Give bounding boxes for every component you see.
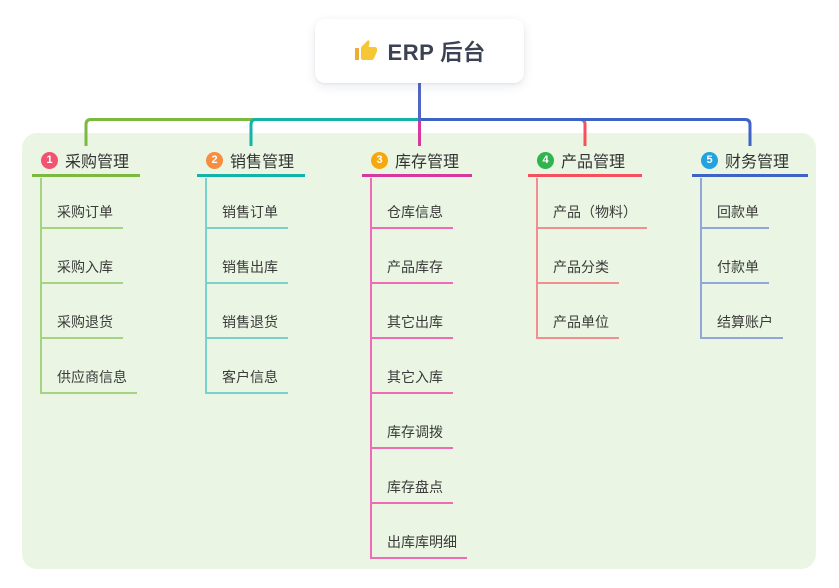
root-node-erp[interactable]: ERP 后台 [315,19,524,83]
branch-node-4[interactable]: 4 产品管理 [528,146,642,177]
child-node[interactable]: 仓库信息 [370,204,453,229]
branch-node-3[interactable]: 3 库存管理 [362,146,472,177]
child-node[interactable]: 库存调拨 [370,424,453,449]
child-node[interactable]: 采购订单 [40,204,123,229]
branch-number-badge: 3 [371,151,388,169]
child-connector-rail [370,178,372,559]
branch-node-5[interactable]: 5 财务管理 [692,146,808,177]
child-node[interactable]: 采购入库 [40,259,123,284]
branch-label: 销售管理 [230,154,295,171]
child-node[interactable]: 结算账户 [700,314,783,339]
child-node[interactable]: 供应商信息 [40,369,137,394]
child-node[interactable]: 其它入库 [370,369,453,394]
child-node[interactable]: 销售退货 [205,314,288,339]
child-node[interactable]: 付款单 [700,259,769,284]
branch-label: 产品管理 [561,154,626,171]
branch-number-badge: 2 [206,151,223,169]
child-node[interactable]: 销售订单 [205,204,288,229]
branch-node-2[interactable]: 2 销售管理 [197,146,305,177]
child-node[interactable]: 库存盘点 [370,479,453,504]
child-node[interactable]: 采购退货 [40,314,123,339]
child-node[interactable]: 销售出库 [205,259,288,284]
root-node-label: ERP 后台 [387,40,486,65]
branch-number-badge: 5 [701,151,718,169]
child-node[interactable]: 其它出库 [370,314,453,339]
branch-label: 财务管理 [725,154,790,171]
branch-number-badge: 1 [41,151,58,169]
child-connector-rail [700,178,702,339]
child-node[interactable]: 客户信息 [205,369,288,394]
child-node[interactable]: 产品（物料） [536,204,647,229]
branch-label: 采购管理 [65,154,130,171]
branch-label: 库存管理 [395,154,460,171]
child-node[interactable]: 产品单位 [536,314,619,339]
child-node[interactable]: 出库库明细 [370,534,467,559]
branch-number-badge: 4 [537,151,554,169]
child-connector-rail [40,178,42,394]
thumbs-up-icon [354,39,378,63]
child-node[interactable]: 产品库存 [370,259,453,284]
branch-node-1[interactable]: 1 采购管理 [32,146,140,177]
child-connector-rail [536,178,538,339]
mindmap-canvas-panel [22,133,816,569]
child-connector-rail [205,178,207,394]
child-node[interactable]: 产品分类 [536,259,619,284]
child-node[interactable]: 回款单 [700,204,769,229]
